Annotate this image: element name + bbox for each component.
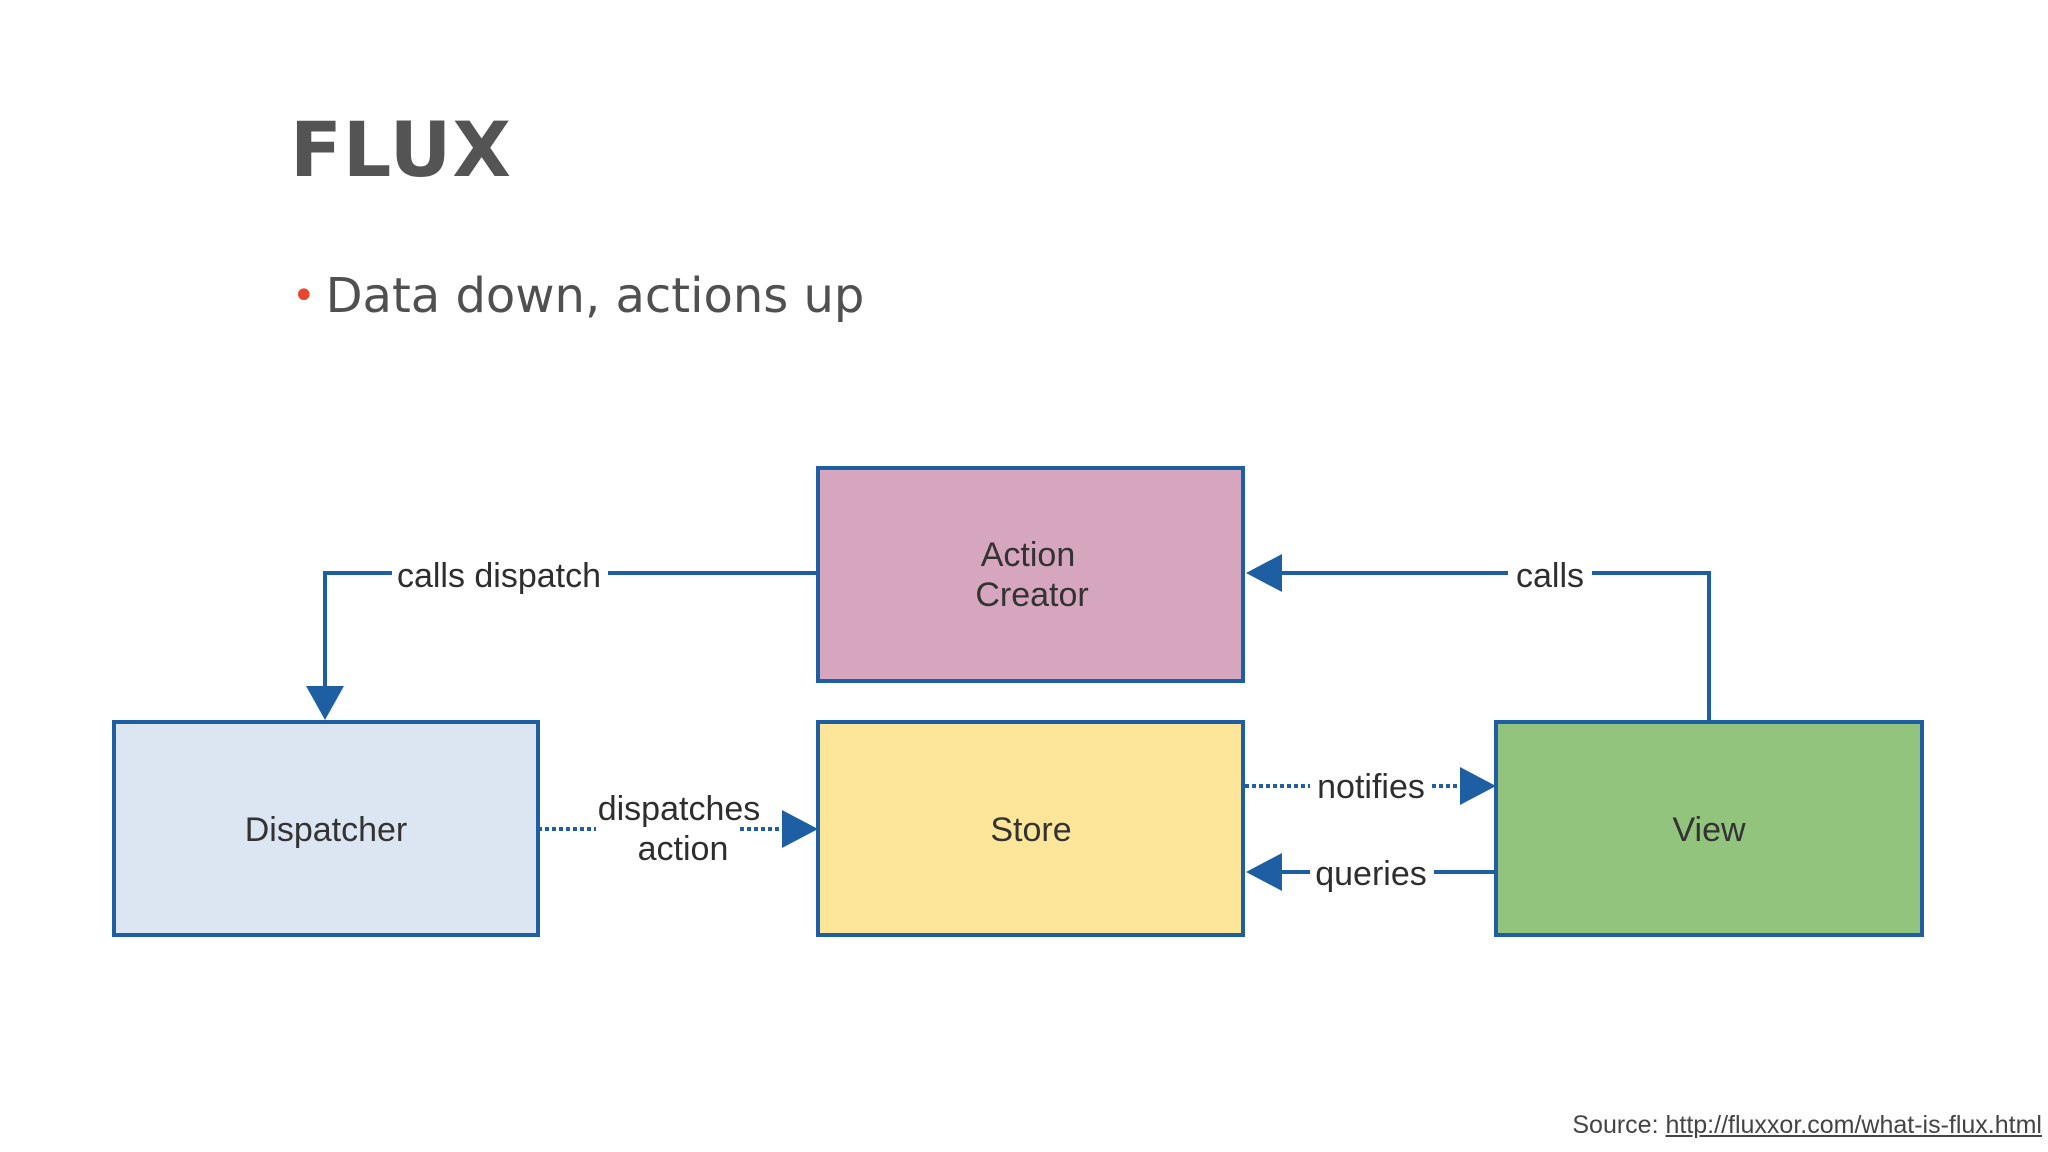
notifies-edge: notifies	[1245, 767, 1496, 806]
slide-title: FLUX	[290, 105, 512, 194]
bullet-dot-icon: •	[292, 273, 316, 319]
queries-arrowhead	[1246, 853, 1282, 891]
notifies-arrowhead	[1460, 767, 1496, 805]
notifies-label: notifies	[1317, 768, 1425, 806]
dispatches-action-arrowhead	[782, 810, 818, 848]
calls-dispatch-arrowhead	[306, 686, 344, 720]
calls-label: calls	[1516, 557, 1584, 595]
dispatcher-node: Dispatcher	[112, 720, 540, 937]
action-creator-label-line2: Creator	[975, 576, 1088, 614]
queries-edge: queries	[1246, 853, 1496, 893]
view-label: View	[1672, 811, 1746, 849]
dispatches-action-edge: dispatches action	[538, 790, 818, 868]
calls-arrowhead	[1246, 554, 1282, 592]
store-node: Store	[816, 720, 1245, 937]
source-prefix: Source:	[1572, 1111, 1666, 1139]
action-creator-label-line1: Action	[981, 536, 1076, 574]
dispatches-action-label-line1: dispatches	[598, 790, 761, 828]
calls-dispatch-edge: calls dispatch	[306, 557, 818, 720]
calls-edge: calls	[1246, 554, 1711, 722]
bullet-item: • Data down, actions up	[292, 272, 864, 320]
dispatcher-label: Dispatcher	[245, 811, 408, 849]
view-node: View	[1494, 720, 1924, 937]
store-label: Store	[990, 811, 1071, 849]
source-link[interactable]: http://fluxxor.com/what-is-flux.html	[1665, 1111, 2042, 1139]
queries-label: queries	[1315, 855, 1427, 893]
action-creator-node: Action Creator	[816, 466, 1245, 683]
dispatches-action-label-line2: action	[638, 830, 729, 868]
bullet-text: Data down, actions up	[325, 268, 865, 324]
calls-dispatch-label: calls dispatch	[397, 557, 601, 595]
source-citation: Source: http://fluxxor.com/what-is-flux.…	[1572, 1113, 2042, 1138]
